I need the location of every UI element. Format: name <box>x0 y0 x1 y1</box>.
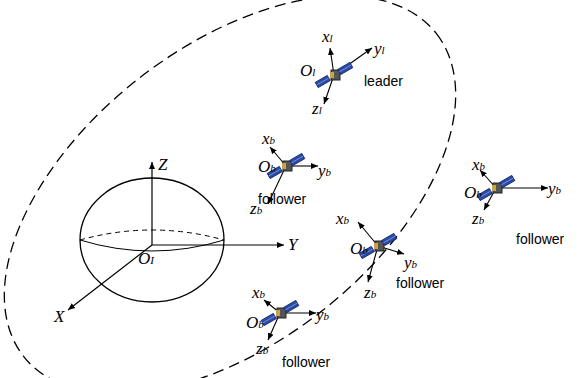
axis-label: yb <box>548 180 561 197</box>
axis-label: xb <box>252 284 265 301</box>
satellite-label: follower <box>282 355 330 369</box>
axis-label: xb <box>472 156 485 173</box>
axis-label: xb <box>262 130 275 147</box>
axis-label: zb <box>250 200 262 217</box>
axis-label: OI <box>138 250 154 267</box>
satellite-label: follower <box>516 232 564 246</box>
axis-label: Y <box>288 236 297 253</box>
satellite-label: follower <box>396 276 444 290</box>
satellite-label: leader <box>364 74 403 88</box>
axis-label: xl <box>322 28 333 45</box>
axis-label: Z <box>158 156 167 173</box>
axis-label: Ol <box>300 62 315 79</box>
axis-label: yl <box>374 40 385 57</box>
axis-label: zb <box>472 210 484 227</box>
axis-label: yb <box>404 254 417 271</box>
axis-label: yb <box>316 306 329 323</box>
axis-label: Ob <box>464 184 482 201</box>
axis-label: xb <box>336 210 349 227</box>
axis-label: X <box>54 308 64 325</box>
axis-label: zb <box>364 284 376 301</box>
axis-label: Ob <box>350 240 368 257</box>
axis-label: Ob <box>246 314 264 331</box>
axis-label: yb <box>318 162 331 179</box>
axis-label: zb <box>256 340 268 357</box>
satellite-label: follower <box>258 192 306 206</box>
axis-label: Ob <box>258 158 276 175</box>
axis-label: zl <box>312 100 322 117</box>
